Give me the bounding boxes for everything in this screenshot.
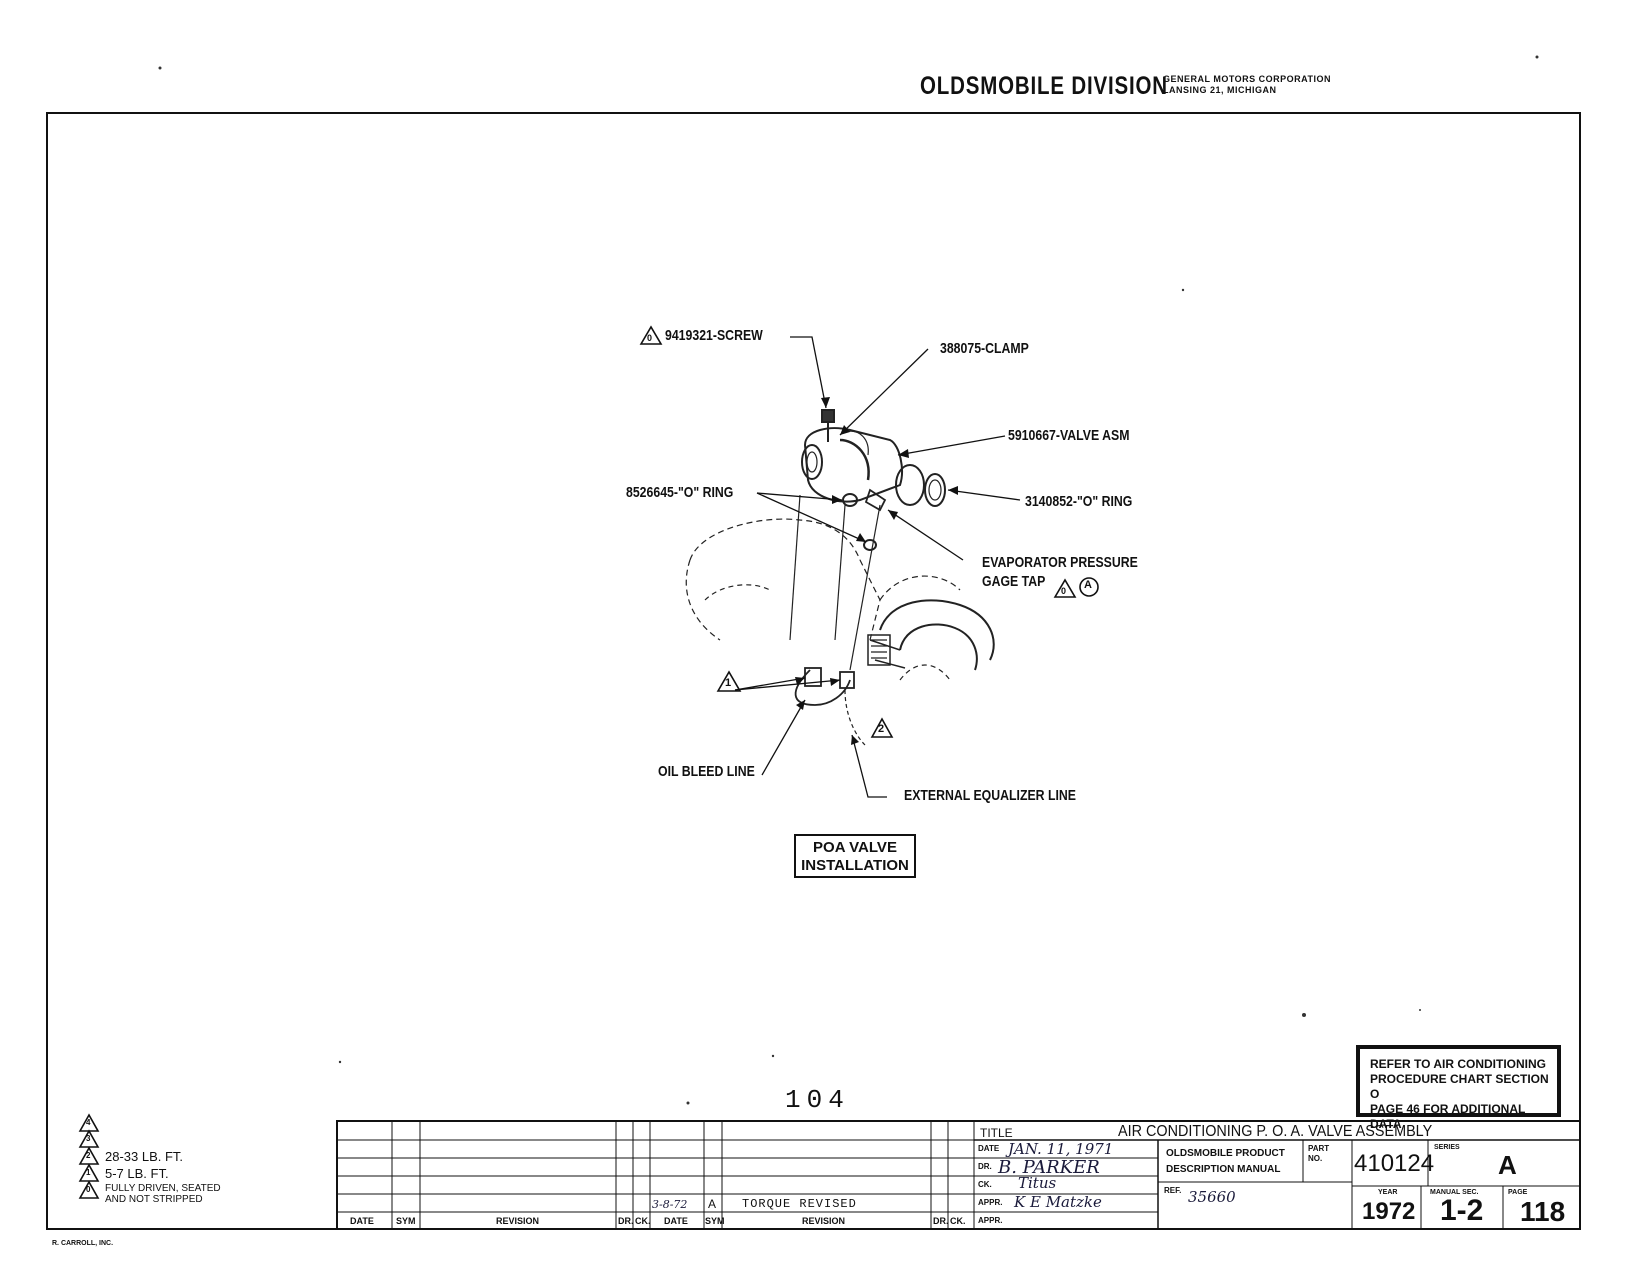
ck-label: CK. [978, 1180, 992, 1189]
rev-col-sym-2: SYM [705, 1216, 725, 1226]
refer-note: REFER TO AIR CONDITIONING PROCEDURE CHAR… [1356, 1045, 1561, 1131]
refer-line1: REFER TO AIR CONDITIONING [1370, 1057, 1547, 1071]
series-label: SERIES [1434, 1144, 1460, 1151]
part-label-2: NO. [1308, 1154, 1323, 1163]
manual-sec-label: MANUAL SEC. [1430, 1189, 1479, 1196]
legend-marker-1: 1 [86, 1168, 91, 1177]
rev-col-ck: CK. [635, 1216, 651, 1226]
marker-two: 2 [878, 723, 885, 735]
part-label-1: PART [1308, 1144, 1330, 1153]
marker-zero-screw: 0 [647, 333, 653, 343]
callout-gage-tap-line1: EVAPORATOR PRESSURE [982, 554, 1138, 571]
callout-screw: 9419321-SCREW [665, 327, 763, 344]
manual-line2: DESCRIPTION MANUAL [1166, 1164, 1281, 1175]
legend-torque-1: 5-7 LB. FT. [105, 1166, 169, 1181]
marker-zero-gage: 0 [1061, 586, 1067, 596]
marker-circle-a: A [1084, 579, 1092, 591]
dr-label: DR. [978, 1162, 992, 1171]
drawing-title: AIR CONDITIONING P. O. A. VALVE ASSEMBLY [1118, 1123, 1433, 1140]
rev-entry-date: 3-8-72 [652, 1198, 688, 1211]
page-label: PAGE [1508, 1189, 1528, 1196]
manual-sec-value: 1-2 [1440, 1194, 1484, 1227]
rev-col-dr-2: DR. [933, 1216, 949, 1226]
callout-valve-asm: 5910667-VALVE ASM [1008, 427, 1130, 444]
ref-number: 35660 [1188, 1188, 1236, 1206]
callout-o-ring-right: 3140852-"O" RING [1025, 493, 1133, 510]
legend-note-0: FULLY DRIVEN, SEATED AND NOT STRIPPED [105, 1183, 221, 1205]
date-label: DATE [978, 1144, 1000, 1153]
figure-caption: POA VALVE INSTALLATION [794, 834, 916, 878]
rev-col-sym: SYM [396, 1216, 416, 1226]
drawing-date: JAN. 11, 1971 [1008, 1140, 1114, 1158]
caption-line1: POA VALVE [813, 839, 897, 856]
caption-line2: INSTALLATION [801, 857, 909, 874]
page-value: 118 [1520, 1196, 1566, 1227]
drawn-by: B. PARKER [998, 1157, 1100, 1178]
rev-col-date: DATE [350, 1216, 374, 1226]
ref-label: REF. [1164, 1186, 1182, 1195]
rev-col-revision-2: REVISION [802, 1216, 846, 1226]
division-subtitle: GENERAL MOTORS CORPORATION LANSING 21, M… [1163, 74, 1331, 96]
checked-by: Titus [1018, 1174, 1057, 1192]
year-value: 1972 [1362, 1198, 1416, 1225]
title-block: DATE SYM REVISION DR. CK. DATE SYM REVIS… [336, 1120, 1581, 1230]
year-label: YEAR [1378, 1189, 1398, 1196]
callout-gage-tap-line2: GAGE TAP [982, 573, 1046, 590]
division-title: OLDSMOBILE DIVISION [920, 72, 1168, 100]
rev-col-date-2: DATE [664, 1216, 688, 1226]
corporation-location: LANSING 21, MICHIGAN [1163, 85, 1277, 95]
appr-label: APPR. [978, 1198, 1003, 1207]
approved-by: K E Matzke [1014, 1193, 1102, 1211]
callout-o-ring-left: 8526645-"O" RING [626, 484, 734, 501]
legend-marker-4: 4 [86, 1118, 91, 1127]
callout-oil-bleed-line: OIL BLEED LINE [658, 763, 755, 780]
rev-entry-sym: A [708, 1197, 717, 1211]
legend-note-0-line1: FULLY DRIVEN, SEATED [105, 1183, 221, 1194]
sheet-number: 104 [785, 1085, 850, 1115]
rev-entry-text: TORQUE REVISED [742, 1197, 857, 1211]
legend-torque-2: 28-33 LB. FT. [105, 1149, 184, 1164]
title-label: TITLE [980, 1126, 1013, 1140]
callout-clamp: 388075-CLAMP [940, 340, 1029, 357]
callout-external-equalizer-line: EXTERNAL EQUALIZER LINE [904, 787, 1076, 804]
manual-line1: OLDSMOBILE PRODUCT [1166, 1148, 1285, 1159]
legend-marker-2: 2 [86, 1151, 91, 1160]
marker-one: 1 [725, 677, 732, 689]
legend-marker-3: 3 [86, 1134, 91, 1143]
corporation-name: GENERAL MOTORS CORPORATION [1163, 74, 1332, 84]
refer-line2: PROCEDURE CHART SECTION O [1370, 1072, 1549, 1101]
title-block-grid [338, 1122, 1579, 1228]
rev-col-dr: DR. [618, 1216, 634, 1226]
legend-note-0-line2: AND NOT STRIPPED [105, 1194, 203, 1205]
rev-col-ck-2: CK. [950, 1216, 966, 1226]
appr2-label: APPR. [978, 1216, 1003, 1225]
part-number: 410124 [1354, 1150, 1435, 1177]
legend-marker-0: 0 [86, 1185, 91, 1194]
series-value: A [1498, 1150, 1517, 1180]
printer-footnote: R. CARROLL, INC. [52, 1240, 114, 1247]
rev-col-revision: REVISION [496, 1216, 540, 1226]
